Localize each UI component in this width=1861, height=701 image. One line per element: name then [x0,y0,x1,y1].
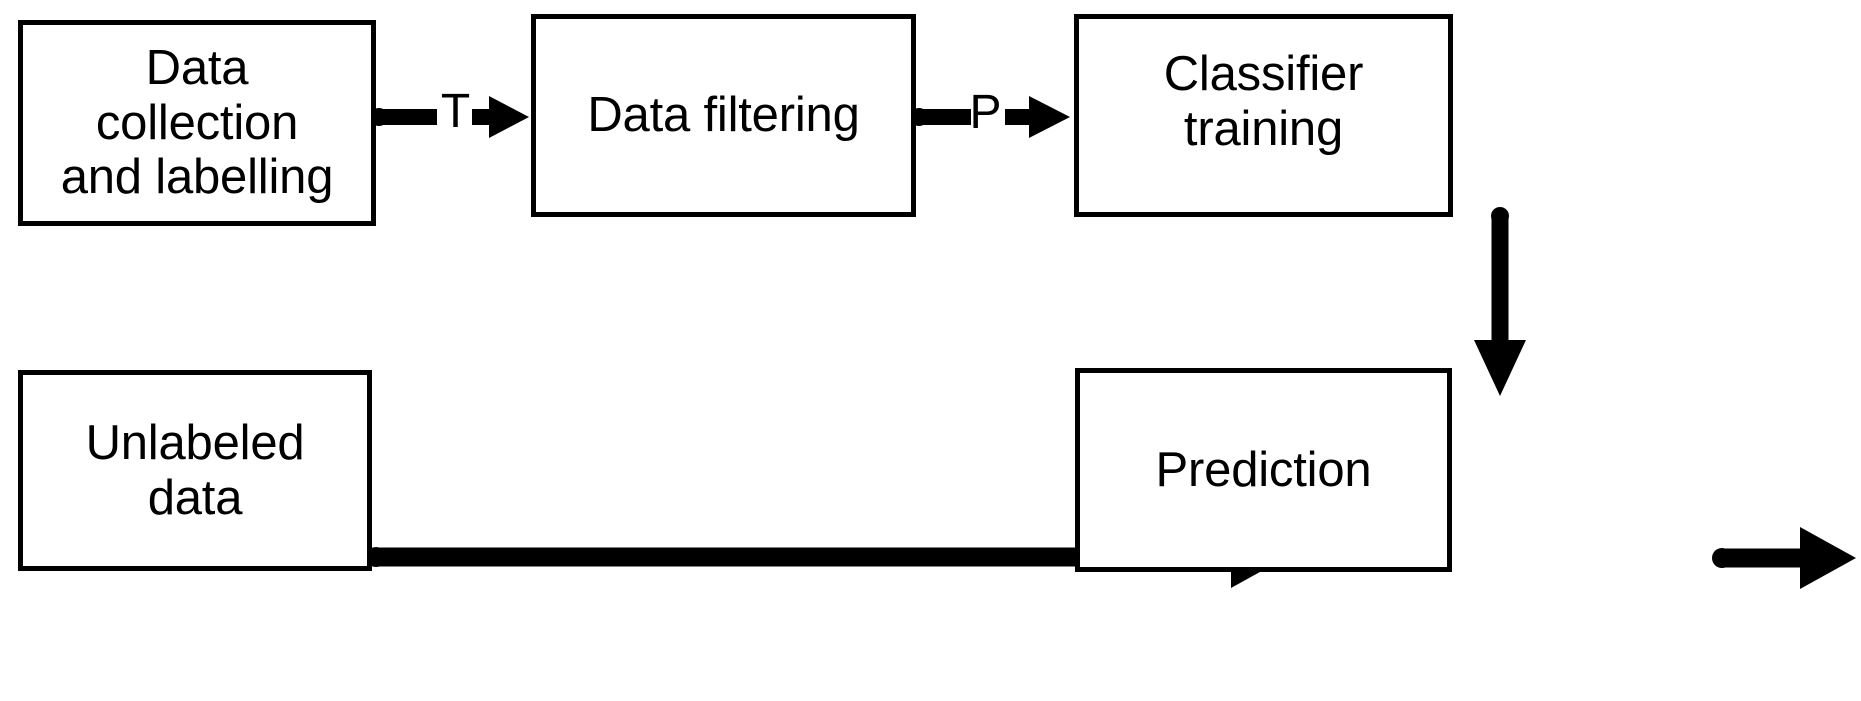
node-prediction[interactable]: Prediction [1075,368,1452,572]
edge-classifier-to-prediction [1474,207,1526,396]
node-unlabeled-data[interactable]: Unlabeled data [18,370,372,571]
node-label-unlabeled-data: Unlabeled data [85,415,305,525]
node-data-filtering[interactable]: Data filtering [531,14,916,217]
node-label-data-filtering: Data filtering [587,88,860,143]
edge-prediction-output [1712,527,1856,589]
node-classifier-training[interactable]: Classifier training [1074,14,1453,217]
node-label-classifier-training: Classifier training [1163,47,1364,156]
edge-label-t: T [440,85,471,138]
edge-label-p: P [969,86,1002,139]
node-label-prediction: Prediction [1155,442,1372,497]
node-label-data-collection-and-labelling: Data collection and labelling [60,40,334,205]
node-data-collection-and-labelling[interactable]: Data collection and labelling [18,20,376,226]
